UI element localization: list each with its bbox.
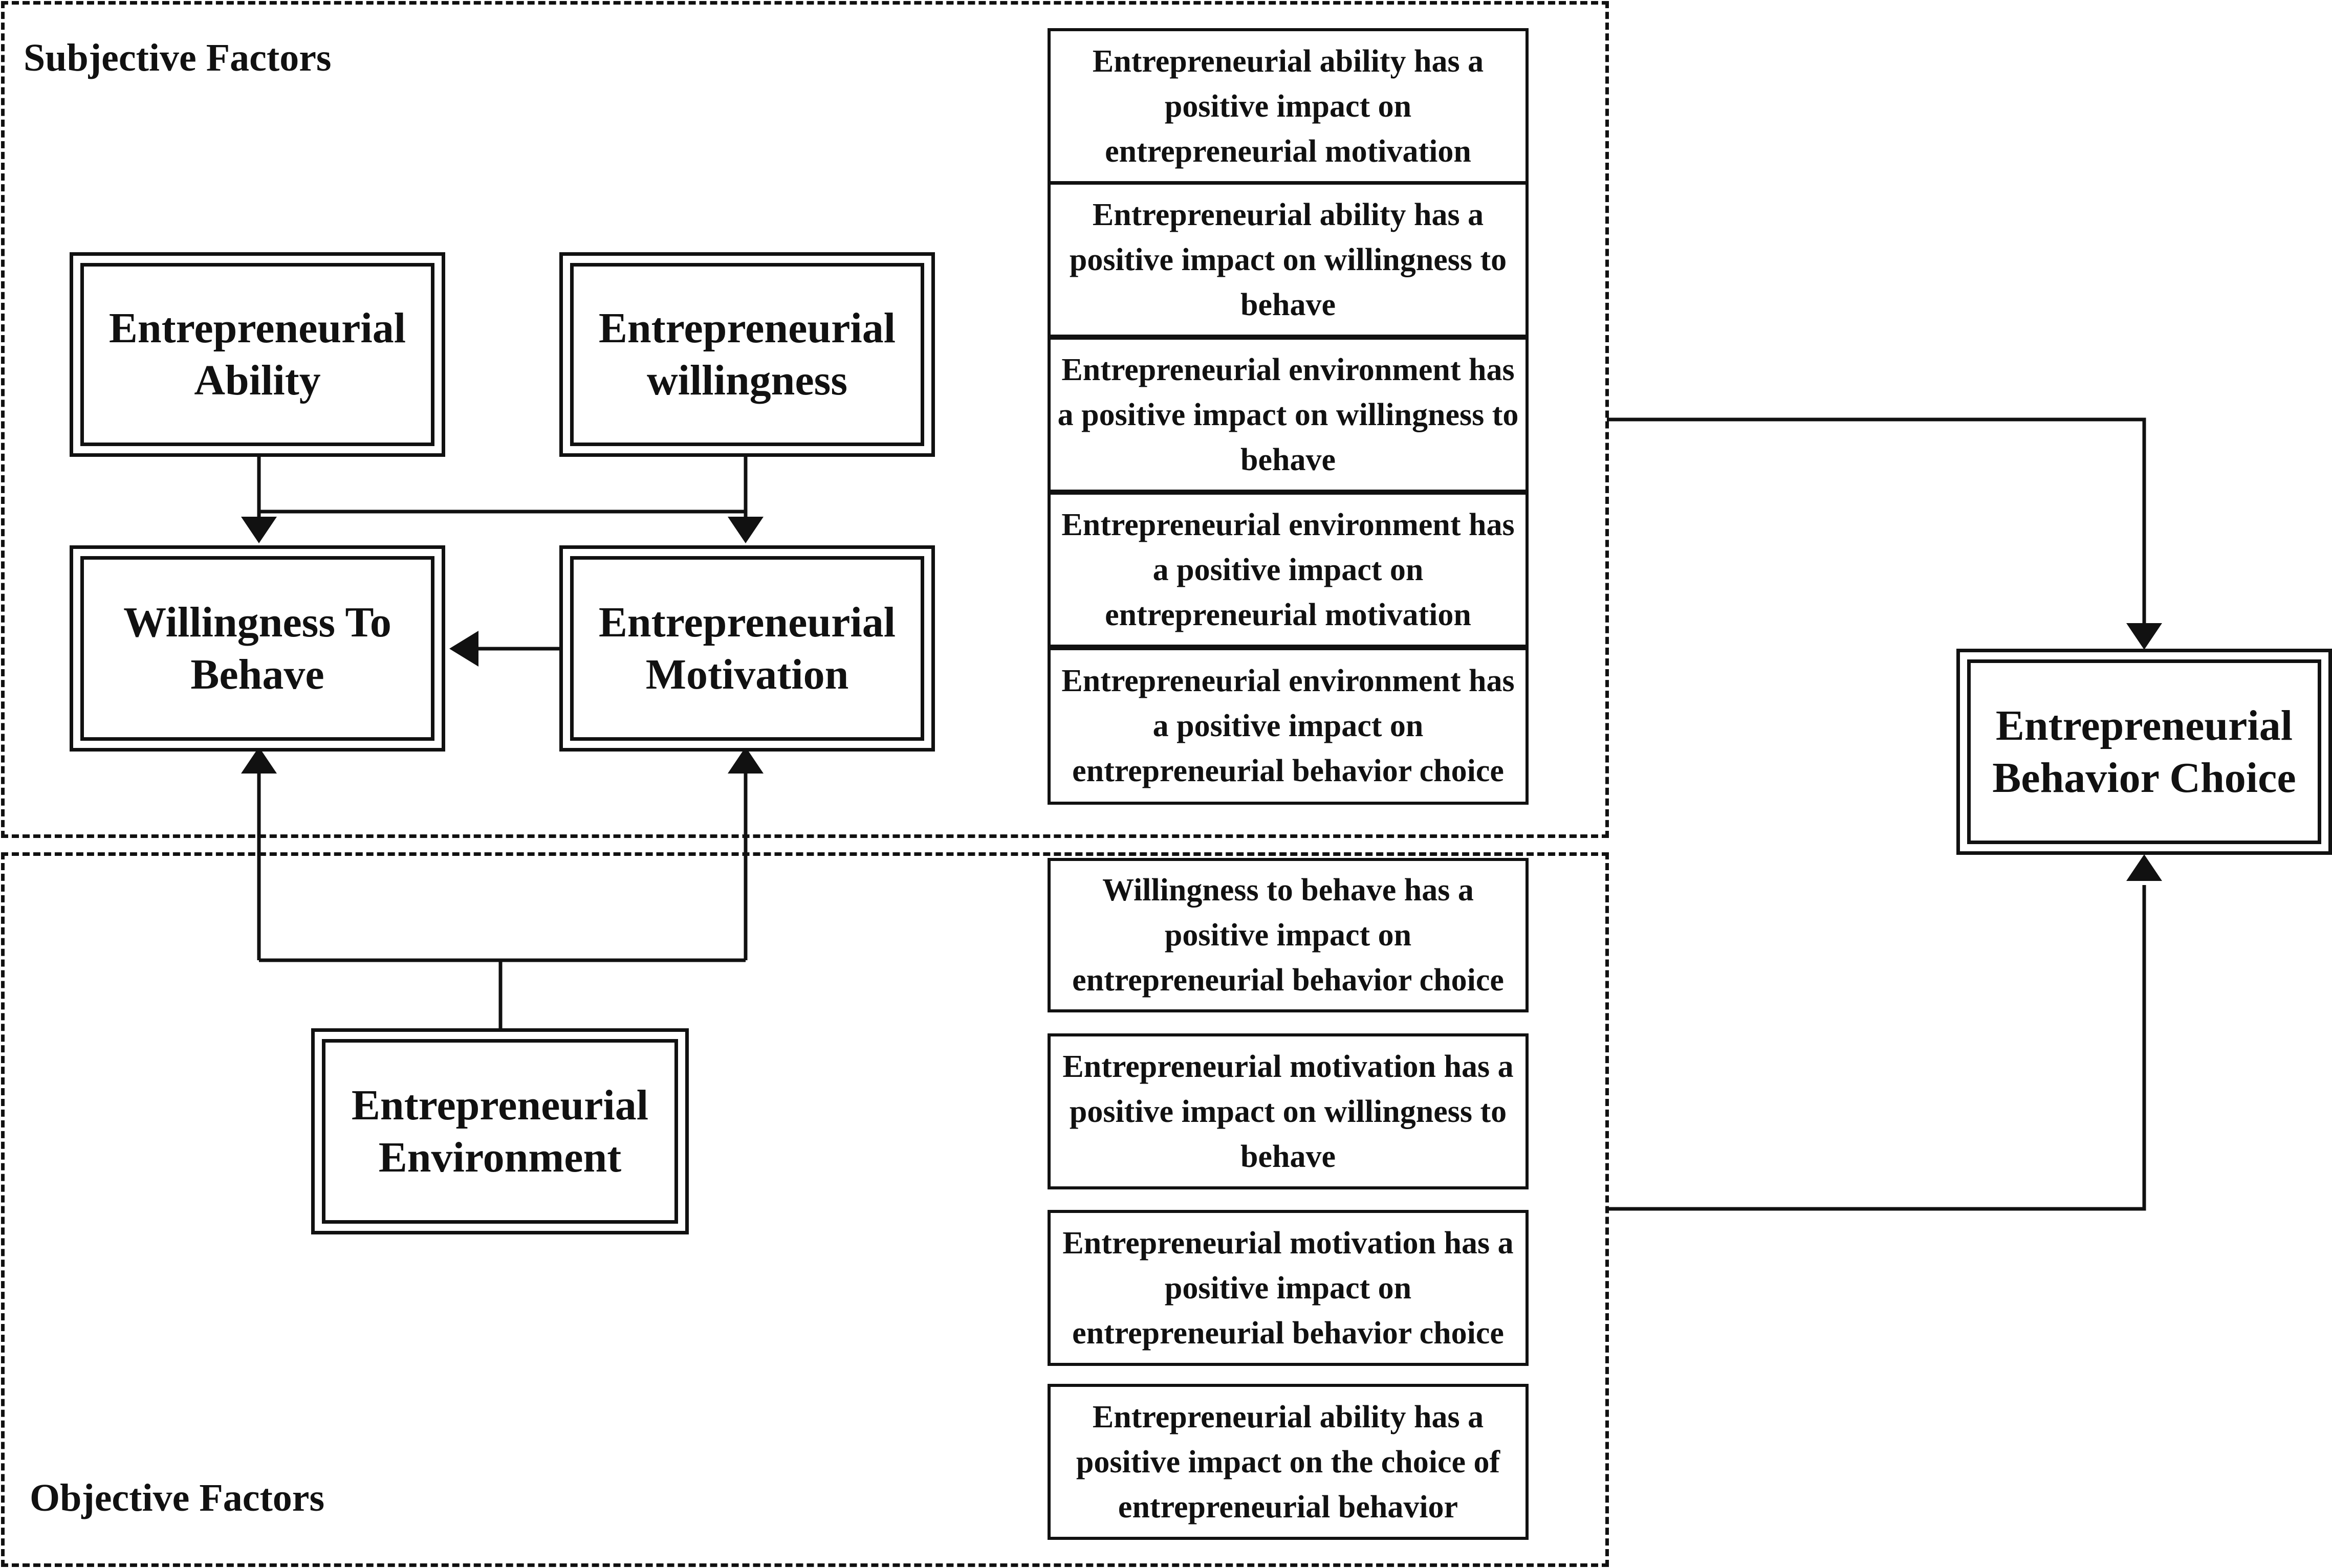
entrepreneurial-behavior-choice-label: Entrepreneurial Behavior Choice — [1967, 659, 2321, 844]
entrepreneurial-ability-node: Entrepreneurial Ability — [70, 252, 445, 457]
hypothesis-box: Entrepreneurial environment has a positi… — [1048, 647, 1529, 805]
hypothesis-box: Entrepreneurial environment has a positi… — [1048, 337, 1529, 493]
connector-subjective-to-choice — [1607, 417, 2146, 624]
hypothesis-box: Entrepreneurial motivation has a positiv… — [1048, 1033, 1529, 1189]
entrepreneurial-motivation-node: Entrepreneurial Motivation — [559, 545, 935, 752]
willingness-to-behave-label: Willingness To Behave — [80, 556, 434, 741]
arrowhead-to-willingness-right — [449, 631, 478, 667]
hypothesis-box: Entrepreneurial ability has a positive i… — [1048, 182, 1529, 338]
connector-objective-to-choice — [1607, 885, 2146, 1211]
entrepreneurial-ability-label: Entrepreneurial Ability — [80, 263, 434, 446]
arrowhead-to-motivation-bottom — [728, 747, 764, 774]
hypothesis-box: Entrepreneurial environment has a positi… — [1048, 492, 1529, 648]
subjective-factors-label: Subjective Factors — [24, 36, 332, 79]
objective-factors-label: Objective Factors — [30, 1476, 325, 1519]
willingness-to-behave-node: Willingness To Behave — [70, 545, 445, 752]
hypothesis-box: Entrepreneurial ability has a positive i… — [1048, 1384, 1529, 1540]
hypothesis-box: Entrepreneurial ability has a positive i… — [1048, 28, 1529, 184]
entrepreneurial-motivation-label: Entrepreneurial Motivation — [570, 556, 924, 741]
arrowhead-to-willingness-bottom — [241, 747, 277, 774]
subjective-factors-region — [1, 1, 1609, 838]
entrepreneurial-behavior-choice-node: Entrepreneurial Behavior Choice — [1956, 649, 2332, 855]
entrepreneurial-environment-node: Entrepreneurial Environment — [311, 1028, 689, 1234]
entrepreneurial-environment-label: Entrepreneurial Environment — [322, 1039, 678, 1224]
arrowhead-to-choice-bottom — [2126, 854, 2162, 881]
arrowhead-to-motivation-top — [728, 517, 764, 543]
entrepreneurial-willingness-node: Entrepreneurial willingness — [559, 252, 935, 457]
objective-factors-region — [1, 852, 1609, 1567]
hypothesis-box: Entrepreneurial motivation has a positiv… — [1048, 1210, 1529, 1366]
arrowhead-to-willingness-top — [241, 517, 277, 543]
arrowhead-to-choice-top — [2126, 623, 2162, 650]
entrepreneurial-willingness-label: Entrepreneurial willingness — [570, 263, 924, 446]
hypothesis-box: Willingness to behave has a positive imp… — [1048, 858, 1529, 1012]
